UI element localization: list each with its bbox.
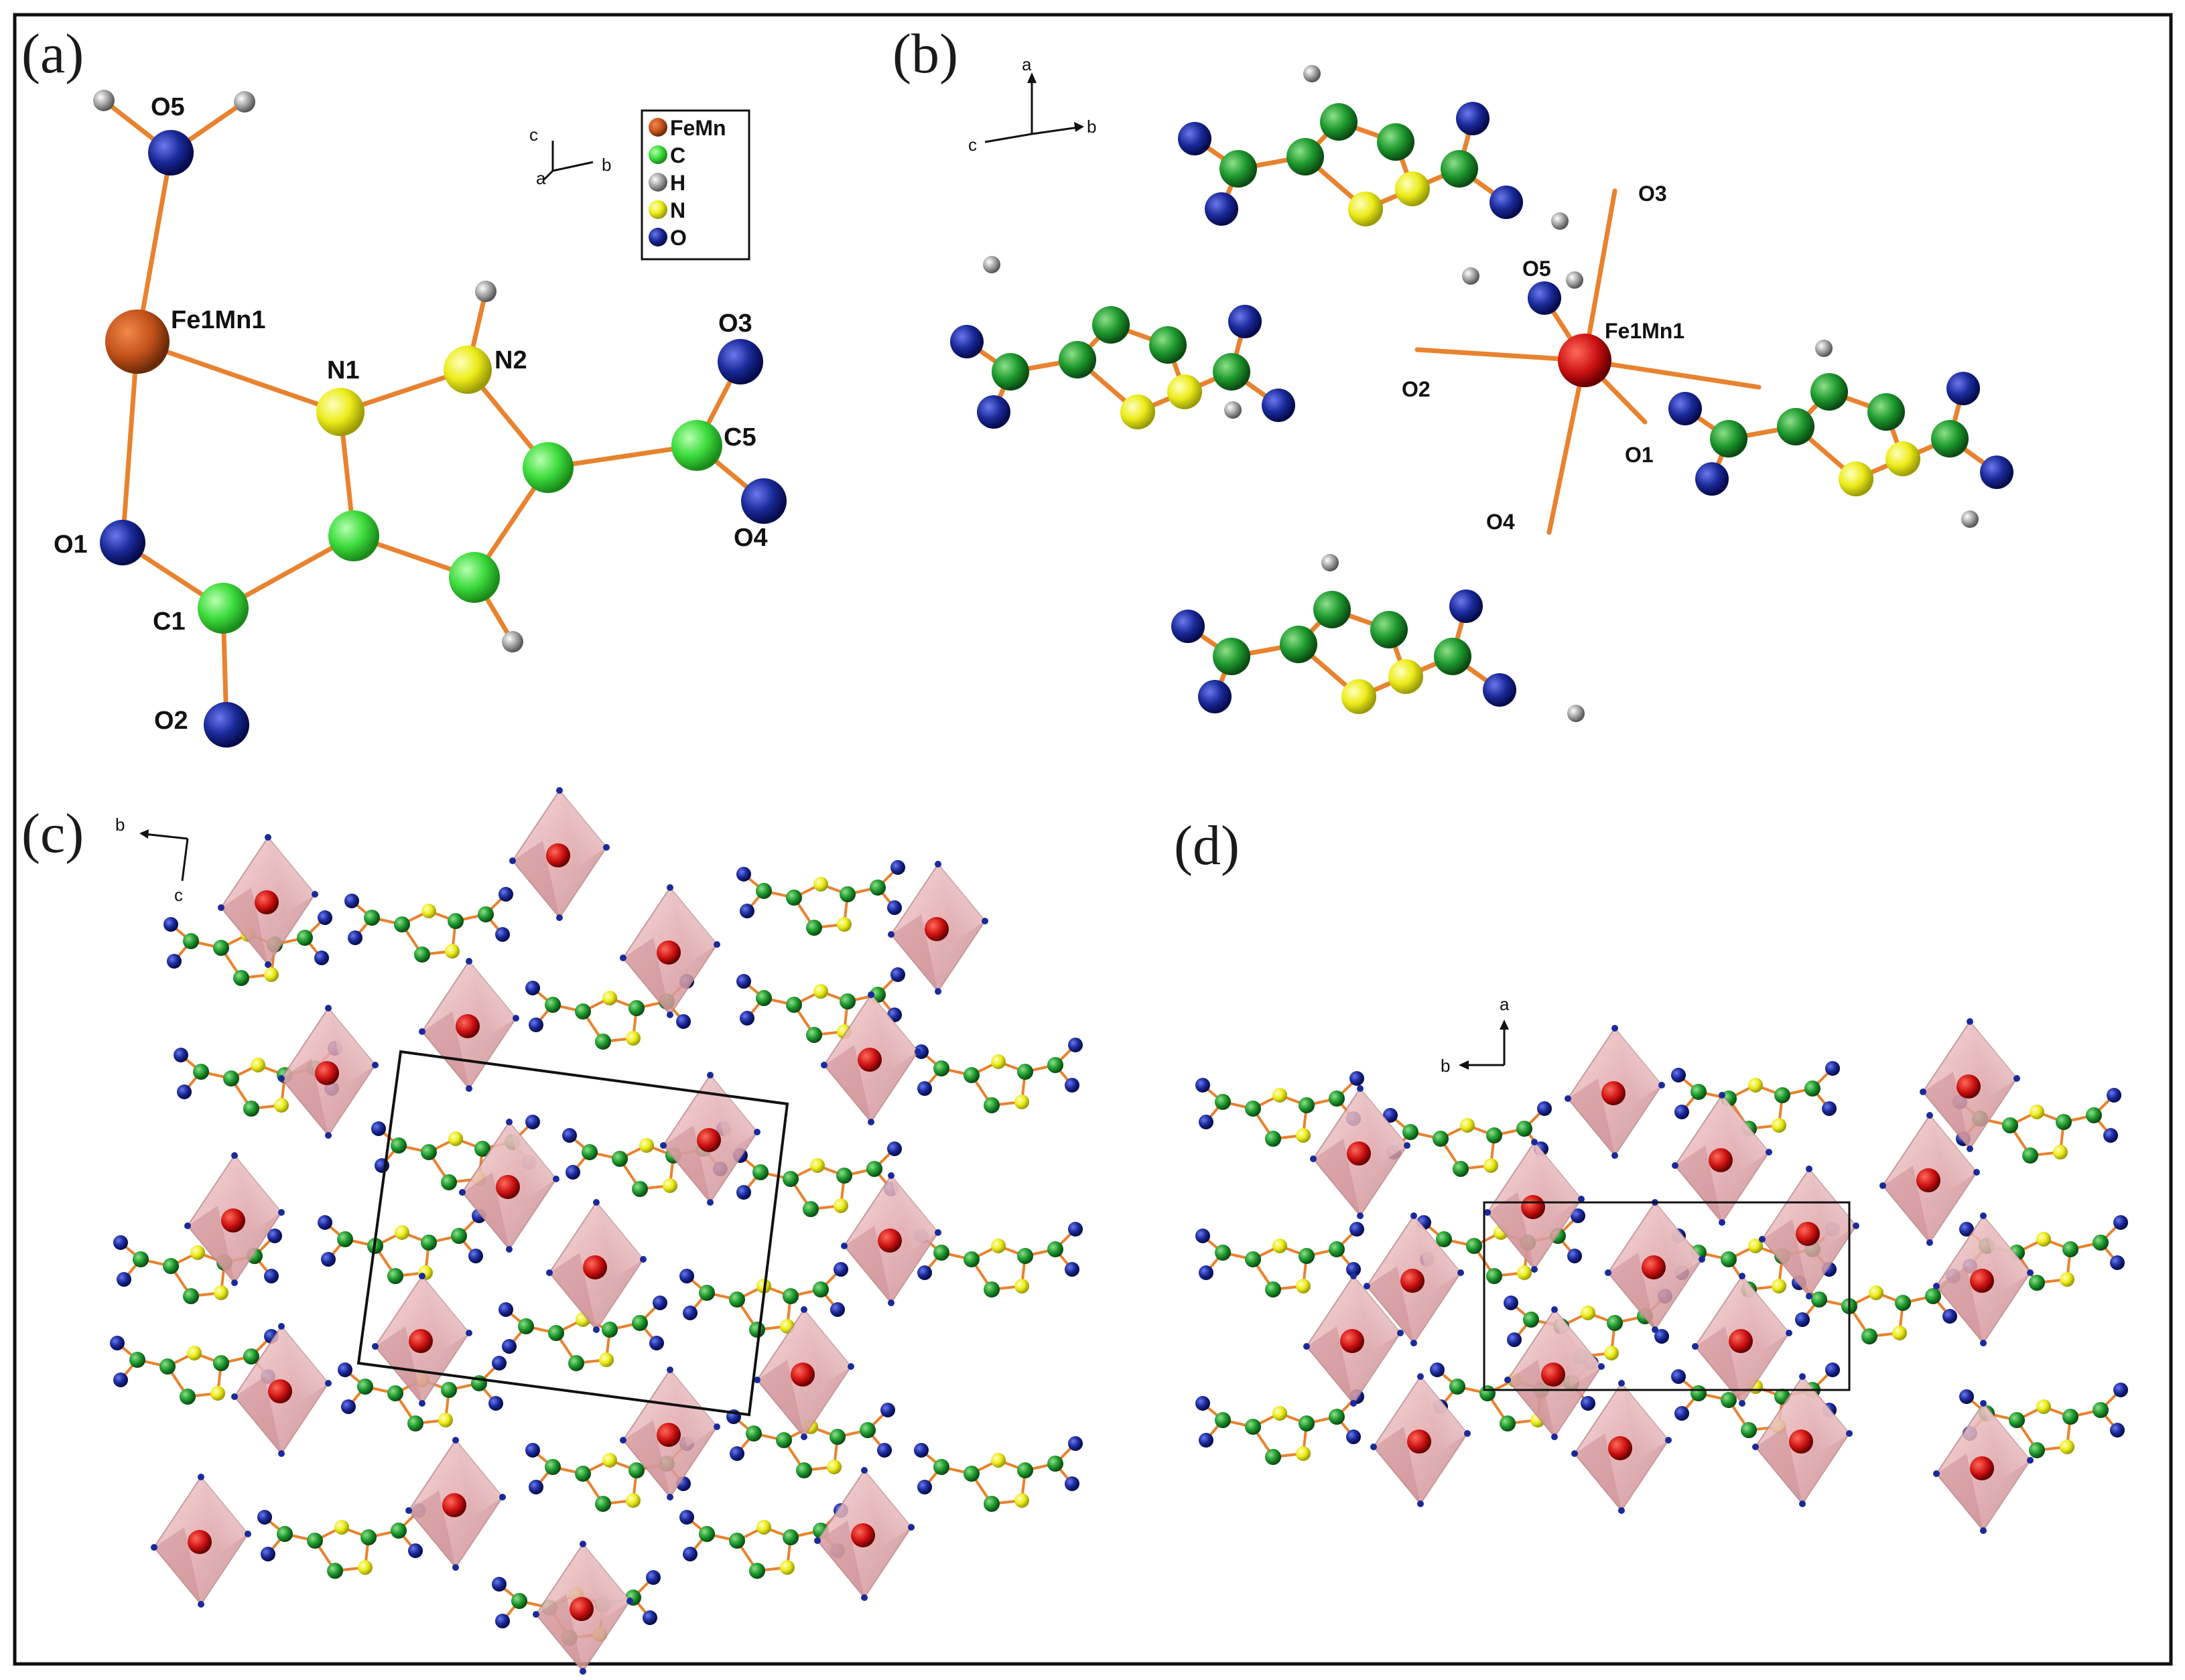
legend: FeMn C H N O xyxy=(641,109,750,261)
unit-cell-c xyxy=(356,1050,789,1417)
legend-item-c: C xyxy=(649,143,685,167)
atom-label-N2: N2 xyxy=(494,346,527,374)
legend-item-o: O xyxy=(649,226,687,250)
axis-indicator-c: b c xyxy=(115,815,189,905)
svg-text:O: O xyxy=(670,226,687,250)
svg-text:FeMn: FeMn xyxy=(670,116,726,140)
panel-b-label: (b) xyxy=(892,23,958,85)
svg-text:a: a xyxy=(1022,54,1032,74)
axis-indicator-b: a b c xyxy=(968,54,1096,155)
svg-text:C: C xyxy=(670,143,685,167)
panel-c: (c) b c xyxy=(21,786,1084,1675)
panel-b: (b) a b c xyxy=(892,23,2013,722)
svg-text:H: H xyxy=(670,171,685,195)
svg-text:b: b xyxy=(1441,1056,1450,1076)
atom-label-b-O1: O1 xyxy=(1625,443,1654,467)
panel-c-label: (c) xyxy=(21,802,84,865)
svg-text:N: N xyxy=(670,198,685,222)
atom-label-b-O3: O3 xyxy=(1638,182,1667,206)
svg-text:b: b xyxy=(1087,117,1096,137)
panel-d: (d) a b xyxy=(1174,815,2129,1535)
svg-text:c: c xyxy=(529,125,538,145)
svg-text:c: c xyxy=(968,135,977,155)
legend-item-n: N xyxy=(649,198,685,222)
axis-indicator-a: c a b xyxy=(529,125,611,188)
atom-label-O4: O4 xyxy=(734,524,768,552)
svg-text:a: a xyxy=(536,168,546,188)
svg-text:b: b xyxy=(602,155,611,175)
legend-item-femn: FeMn xyxy=(649,116,726,140)
atom-label-b-O5: O5 xyxy=(1522,257,1551,281)
atom-label-b-Fe1Mn1: Fe1Mn1 xyxy=(1605,319,1684,343)
unit-cell-d xyxy=(1483,1201,1851,1391)
atom-label-O5: O5 xyxy=(151,93,185,121)
atom-label-C5: C5 xyxy=(724,423,756,451)
legend-item-h: H xyxy=(649,171,685,195)
axis-indicator-d: a b xyxy=(1441,994,1510,1076)
figure-frame xyxy=(13,13,2173,1666)
atom-label-b-O2: O2 xyxy=(1402,377,1431,401)
svg-text:a: a xyxy=(1500,994,1510,1014)
atom-label-b-O4: O4 xyxy=(1486,510,1515,534)
atom-label-N1: N1 xyxy=(327,356,360,384)
atom-label-O2: O2 xyxy=(154,707,188,735)
svg-text:b: b xyxy=(115,815,125,835)
atom-label-O1: O1 xyxy=(54,531,88,559)
panel-d-label: (d) xyxy=(1174,815,1240,877)
atom-label-C1: C1 xyxy=(153,608,186,636)
atom-label-O3: O3 xyxy=(718,309,752,338)
panel-a: (a) xyxy=(21,23,787,748)
svg-text:c: c xyxy=(174,885,183,905)
atom-label-Fe1Mn1: Fe1Mn1 xyxy=(171,306,265,334)
panel-a-label: (a) xyxy=(21,23,84,85)
